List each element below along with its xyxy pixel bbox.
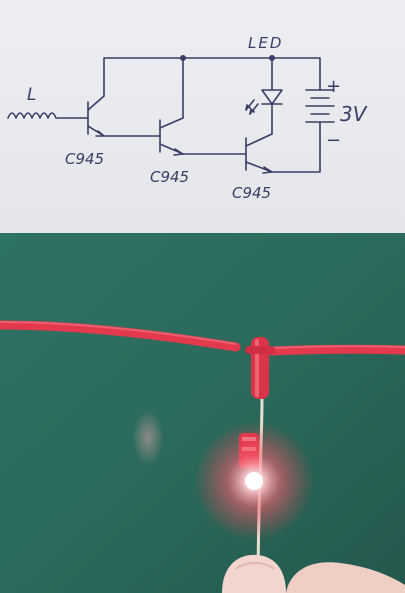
circuit-photo [0,233,405,593]
inductor-label: L [27,85,36,105]
transistor-2-symbol [103,117,184,156]
transistor-1-symbol [79,95,105,137]
voltage-label: 3V [340,102,368,126]
circuit-photo-art [0,233,405,593]
led-label: LED [248,34,283,52]
led-symbol [245,89,283,115]
transistor-3-label: C945 [232,184,271,202]
fingers [222,554,286,593]
transistor-3-symbol [182,133,273,174]
top-rail [103,57,321,97]
circuit-schematic: L LED + − 3V C945 C945 C945 [7,34,368,202]
red-wire-left [0,320,241,352]
red-wire-right [267,344,405,356]
transistor-1-label: C945 [65,150,104,168]
transistor-2-label: C945 [150,168,189,186]
inductor-coil [7,112,81,119]
plus-label: + [326,76,341,97]
minus-label: − [326,130,341,151]
schematic-panel: L LED + − 3V C945 C945 C945 [0,0,405,233]
